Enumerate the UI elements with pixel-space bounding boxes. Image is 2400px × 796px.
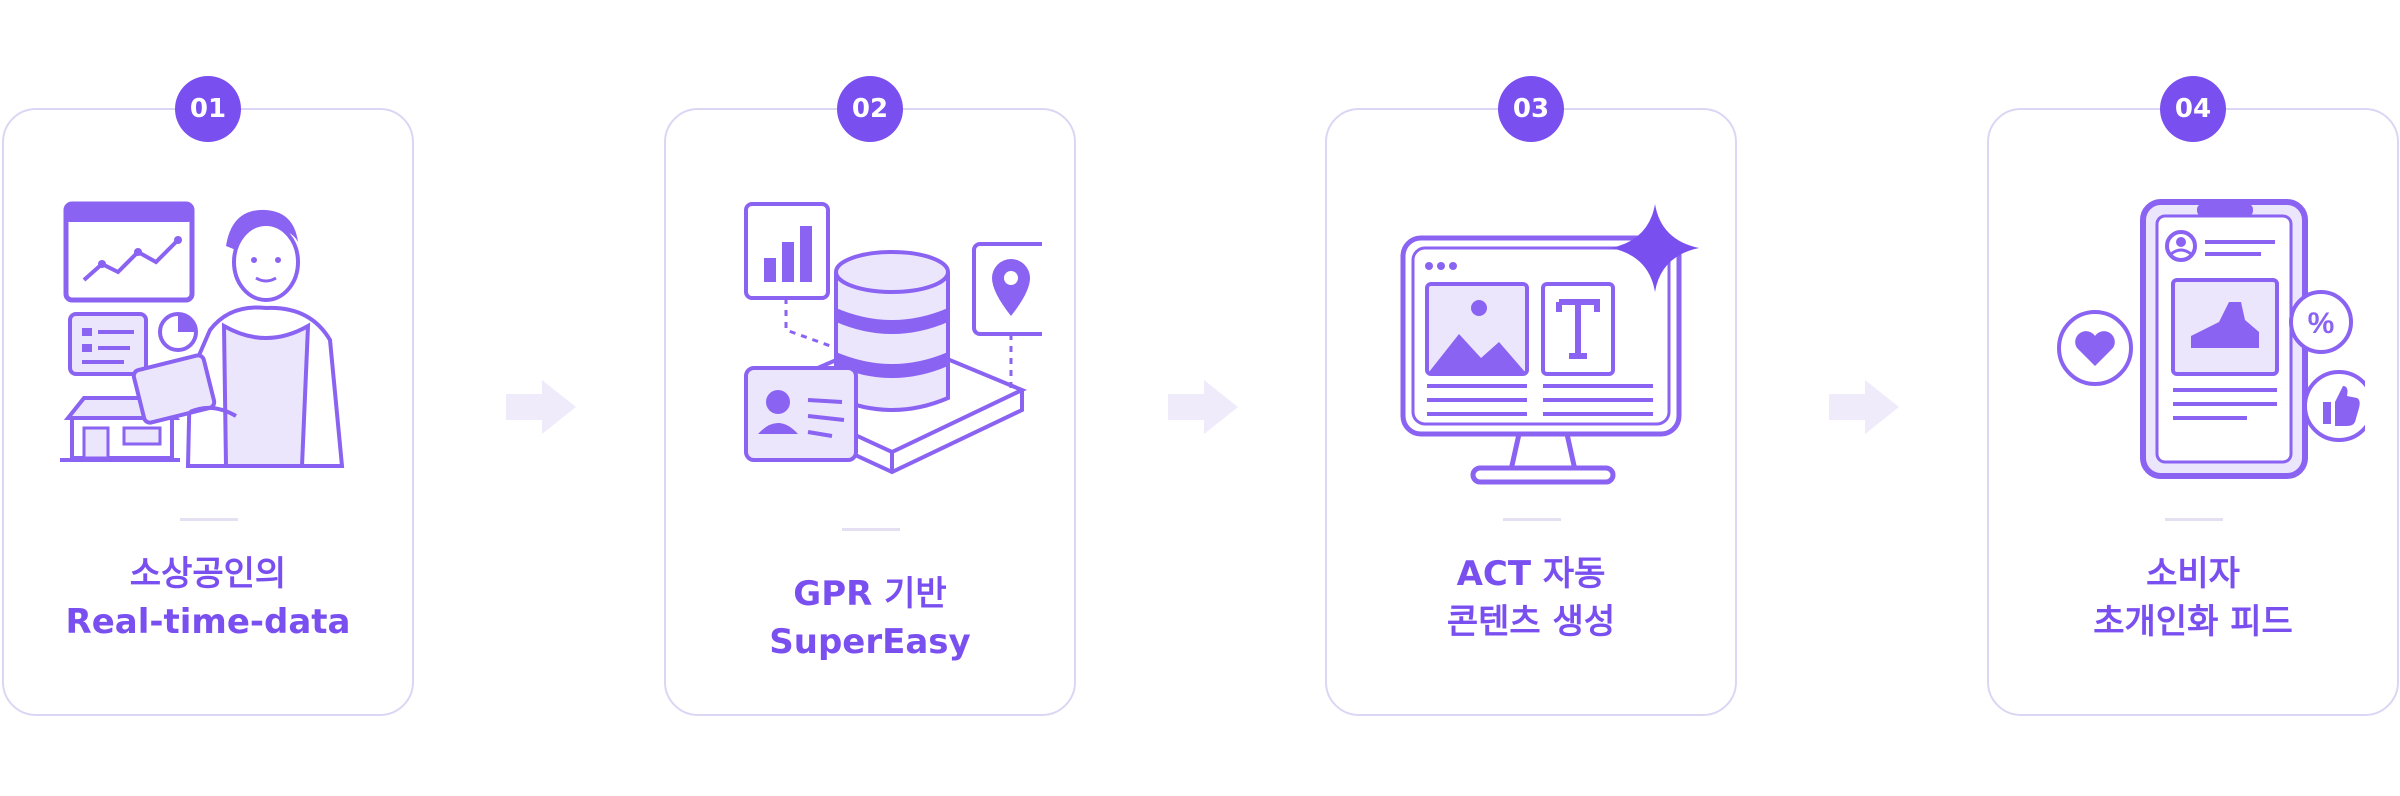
step-title-line-1: 소상공인의 <box>129 554 287 594</box>
monitor-content-sparkle-illustration <box>1400 204 1699 485</box>
shop-owner-analytics-illustration <box>60 201 345 468</box>
step-title-line-2: Real-time-data <box>65 602 351 642</box>
step-number-badge-4: 04 <box>2160 76 2226 142</box>
step-number-badge-2: 02 <box>837 76 903 142</box>
step-title: 소비자 초개인화 피드 <box>1989 550 2397 646</box>
card-divider <box>1503 518 1561 521</box>
card-divider <box>2165 518 2223 521</box>
step-card-4: % 소비자 초개인화 피드 <box>1987 108 2399 716</box>
svg-text:%: % <box>2308 307 2335 340</box>
step-number-badge-1: 01 <box>175 76 241 142</box>
database-platform-illustration <box>744 202 1042 475</box>
step-title-line-2: 콘텐츠 생성 <box>1446 602 1616 642</box>
step-title-line-2: 초개인화 피드 <box>2093 602 2293 642</box>
step-title: GPR 기반 SuperEasy <box>666 570 1074 666</box>
card-divider <box>842 528 900 531</box>
step-title: ACT 자동 콘텐츠 생성 <box>1327 550 1735 646</box>
step-title-line-1: ACT 자동 <box>1456 554 1606 594</box>
step-title-line-1: 소비자 <box>2146 554 2240 594</box>
step-title: 소상공인의 Real-time-data <box>4 550 412 646</box>
chevron-right-arrow-icon <box>1829 380 1899 434</box>
smartphone-feed-illustration: % <box>2057 199 2365 479</box>
step-card-3: ACT 자동 콘텐츠 생성 <box>1325 108 1737 716</box>
step-number-badge-3: 03 <box>1498 76 1564 142</box>
step-title-line-2: SuperEasy <box>769 622 971 662</box>
step-card-1: 소상공인의 Real-time-data <box>2 108 414 716</box>
step-title-line-1: GPR 기반 <box>793 574 947 614</box>
chevron-right-arrow-icon <box>506 380 576 434</box>
card-divider <box>180 518 238 521</box>
step-card-2: GPR 기반 SuperEasy <box>664 108 1076 716</box>
chevron-right-arrow-icon <box>1168 380 1238 434</box>
